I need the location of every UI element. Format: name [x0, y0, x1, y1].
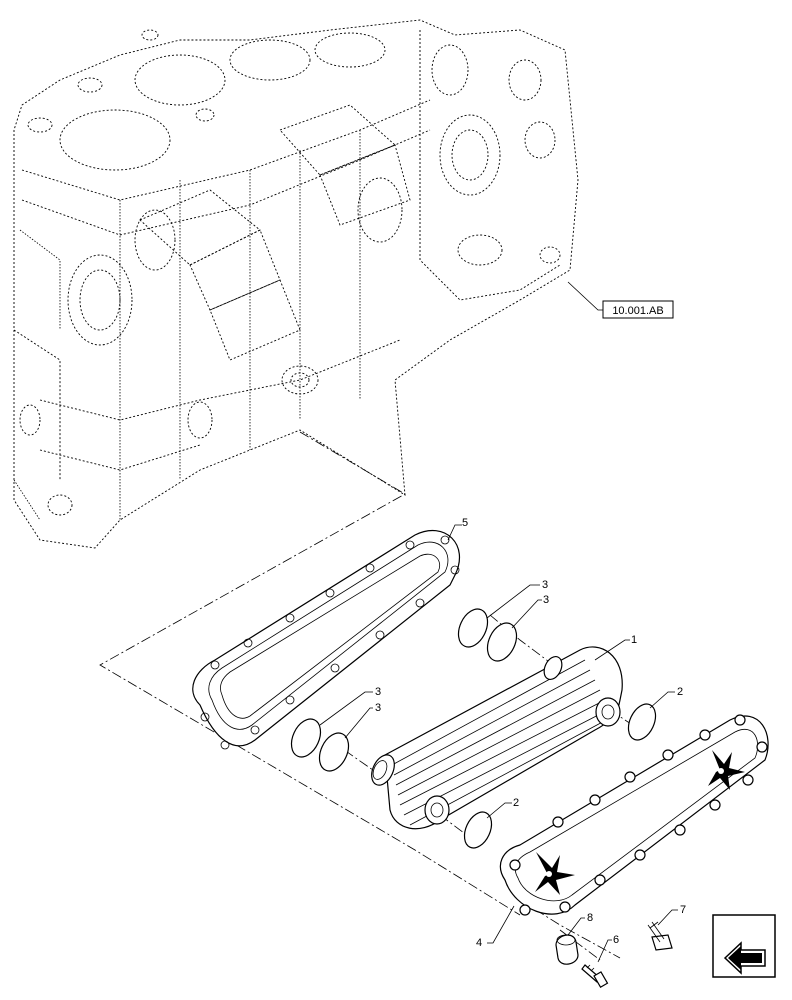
o-ring-part-2b[interactable]: [459, 808, 497, 853]
o-ring-part-3d[interactable]: [314, 728, 354, 775]
cover-part-4[interactable]: [499, 714, 769, 916]
bolt-part-7[interactable]: [647, 921, 673, 951]
callout-4: 4: [476, 937, 482, 949]
reference-label: 10.001.AB: [612, 305, 663, 317]
cover-star-right: [708, 750, 745, 790]
callout-3a: 3: [542, 579, 548, 591]
reference-callout[interactable]: 10.001.AB: [567, 281, 674, 319]
callout-1: 1: [631, 634, 637, 646]
o-ring-part-3a[interactable]: [453, 604, 493, 651]
callout-3d: 3: [375, 702, 381, 714]
gasket-part-5[interactable]: [192, 529, 461, 750]
reference-box[interactable]: [602, 300, 674, 319]
callout-leaders: [319, 524, 678, 963]
callout-3c: 3: [375, 686, 381, 698]
callout-2a: 2: [677, 686, 683, 698]
callout-6: 6: [613, 934, 619, 946]
callout-8: 8: [587, 912, 593, 924]
o-ring-part-2a[interactable]: [623, 700, 661, 745]
cover-star-left: [535, 852, 575, 895]
sleeve-part-8[interactable]: [555, 934, 579, 965]
o-ring-part-3c[interactable]: [286, 714, 326, 761]
o-ring-part-3b[interactable]: [482, 618, 522, 665]
callout-3b: 3: [543, 594, 549, 606]
oil-cooler-part-1[interactable]: [367, 646, 623, 830]
callout-2b: 2: [513, 797, 519, 809]
assembly-centerlines: [99, 431, 641, 961]
arrow-left-icon[interactable]: [712, 914, 776, 978]
callout-7: 7: [680, 904, 686, 916]
engine-block-phantom: [13, 19, 579, 549]
screw-part-6[interactable]: [581, 964, 609, 989]
callout-5: 5: [462, 517, 468, 529]
